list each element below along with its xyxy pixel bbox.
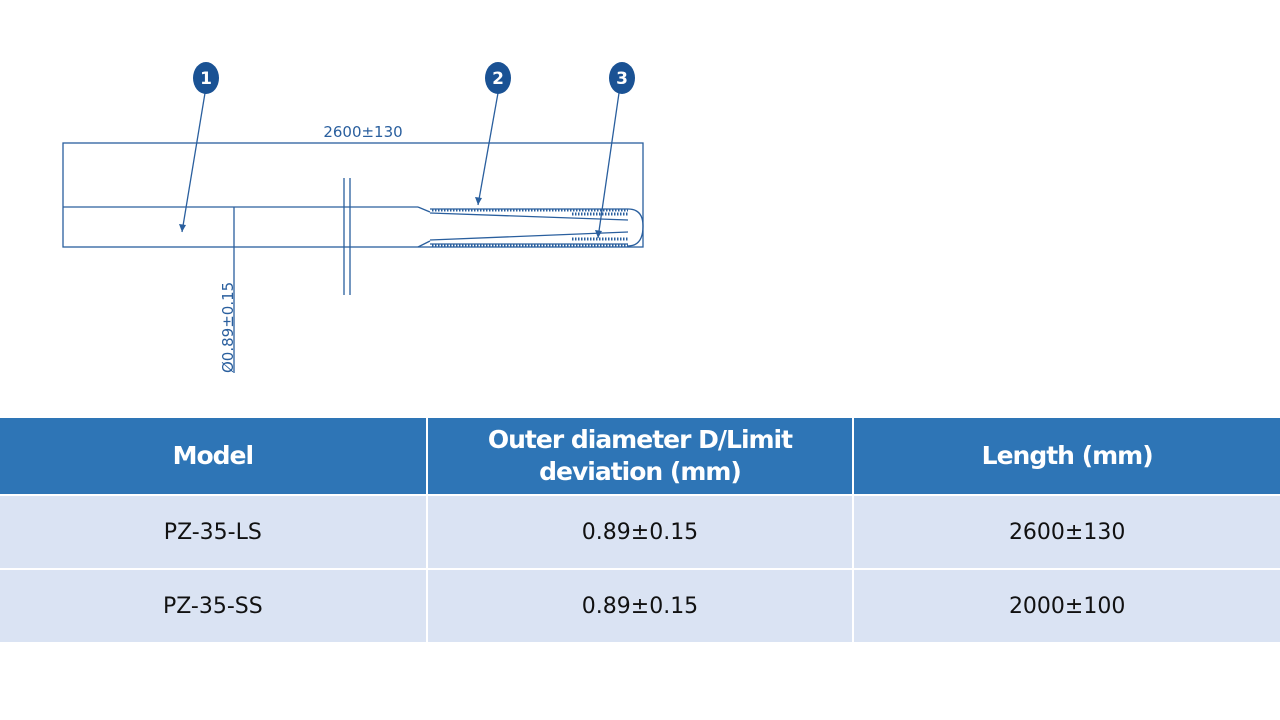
cell-model: PZ-35-LS: [0, 494, 428, 570]
header-model: Model: [0, 418, 428, 496]
cell-outer-diameter: 0.89±0.15: [425, 568, 855, 644]
cell-length: 2600±130: [852, 494, 1280, 570]
svg-text:2: 2: [492, 69, 504, 89]
header-length: Length (mm): [852, 418, 1280, 496]
callout-2: 2: [485, 62, 511, 94]
outline-frame: [62, 142, 644, 248]
diameter-dimension: Ø0.89±0.15: [219, 282, 237, 373]
coil-pattern: [432, 208, 628, 247]
header-outer-diameter: Outer diameter D/Limit deviation (mm): [425, 418, 855, 496]
table-row: PZ-35-LS 0.89±0.15 2600±130: [0, 494, 1280, 570]
guidewire-drawing: 1 2 3 2600±130 Ø0.89±0.15: [62, 62, 644, 373]
cell-model: PZ-35-SS: [0, 568, 428, 644]
svg-text:1: 1: [200, 69, 212, 89]
table-header-row: Model Outer diameter D/Limit deviation (…: [0, 418, 1280, 496]
callout-3: 3: [609, 62, 635, 94]
table-row: PZ-35-SS 0.89±0.15 2000±100: [0, 568, 1280, 644]
callout-1: 1: [193, 62, 219, 94]
length-dimension: 2600±130: [323, 123, 402, 141]
specification-table: Model Outer diameter D/Limit deviation (…: [0, 418, 1280, 644]
cell-outer-diameter: 0.89±0.15: [425, 494, 855, 570]
cell-length: 2000±100: [852, 568, 1280, 644]
svg-text:3: 3: [616, 69, 628, 89]
